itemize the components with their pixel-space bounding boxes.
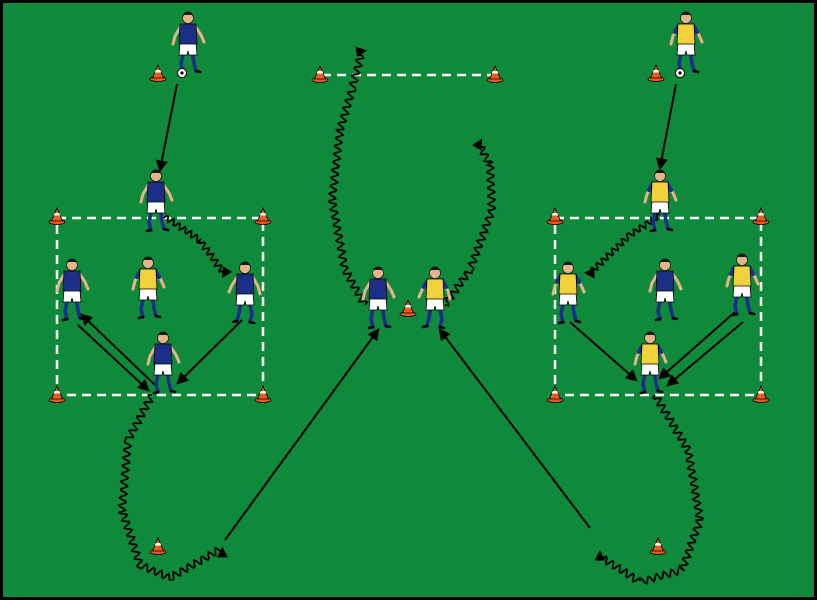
pass-arrow (224, 328, 380, 541)
cone-icon (149, 63, 167, 82)
cone-icon (399, 298, 417, 317)
dribble-arrow (594, 394, 705, 585)
player-blue-icon (55, 258, 90, 322)
dribble-arrow (327, 46, 369, 306)
cone-icon (311, 64, 329, 83)
player-blue-icon (648, 258, 683, 322)
player-yellow-icon (643, 169, 678, 233)
cone-icon (649, 536, 667, 555)
ball-icon (675, 68, 685, 78)
player-yellow-icon (669, 11, 704, 78)
player-blue-icon (139, 169, 174, 233)
pass-arrow (80, 313, 156, 386)
pass-arrow (569, 321, 638, 382)
pass-arrow (658, 311, 736, 380)
player-blue-icon (146, 331, 181, 395)
player-yellow-icon (633, 331, 668, 395)
cone-icon (254, 384, 272, 403)
cone-icon (752, 384, 770, 403)
cone-icon (647, 63, 665, 82)
movement-arrows (77, 46, 744, 585)
right-grid-square (553, 216, 763, 397)
cone-icon (486, 64, 504, 83)
cone-icon (546, 206, 564, 225)
cone-icon (546, 384, 564, 403)
player-blue-icon (171, 11, 206, 78)
pitch-markings (55, 73, 763, 397)
pass-arrow (438, 328, 591, 529)
players (55, 11, 760, 395)
pass-arrow (176, 319, 243, 385)
cone-icon (149, 536, 167, 555)
player-yellow-icon (551, 261, 586, 325)
player-yellow-icon (725, 253, 760, 317)
ball-icon (177, 68, 187, 78)
dribble-arrow (117, 393, 228, 582)
pass-arrow (77, 324, 150, 392)
player-blue-icon (227, 261, 262, 325)
dribble-arrow (444, 138, 497, 307)
pitch-surface (3, 3, 814, 597)
pass-arrow (655, 83, 677, 171)
player-blue-icon (361, 266, 396, 330)
pass-arrow (155, 83, 178, 173)
dribble-arrow (160, 214, 233, 279)
cones (48, 63, 770, 555)
dribble-arrow (583, 211, 661, 279)
cone-icon (752, 206, 770, 225)
cone-icon (48, 384, 66, 403)
left-grid-square (55, 216, 265, 397)
player-yellow-icon (417, 266, 452, 330)
cone-icon (48, 206, 66, 225)
pass-arrow (666, 321, 744, 387)
player-yellow-icon (131, 256, 166, 320)
cone-icon (254, 206, 272, 225)
